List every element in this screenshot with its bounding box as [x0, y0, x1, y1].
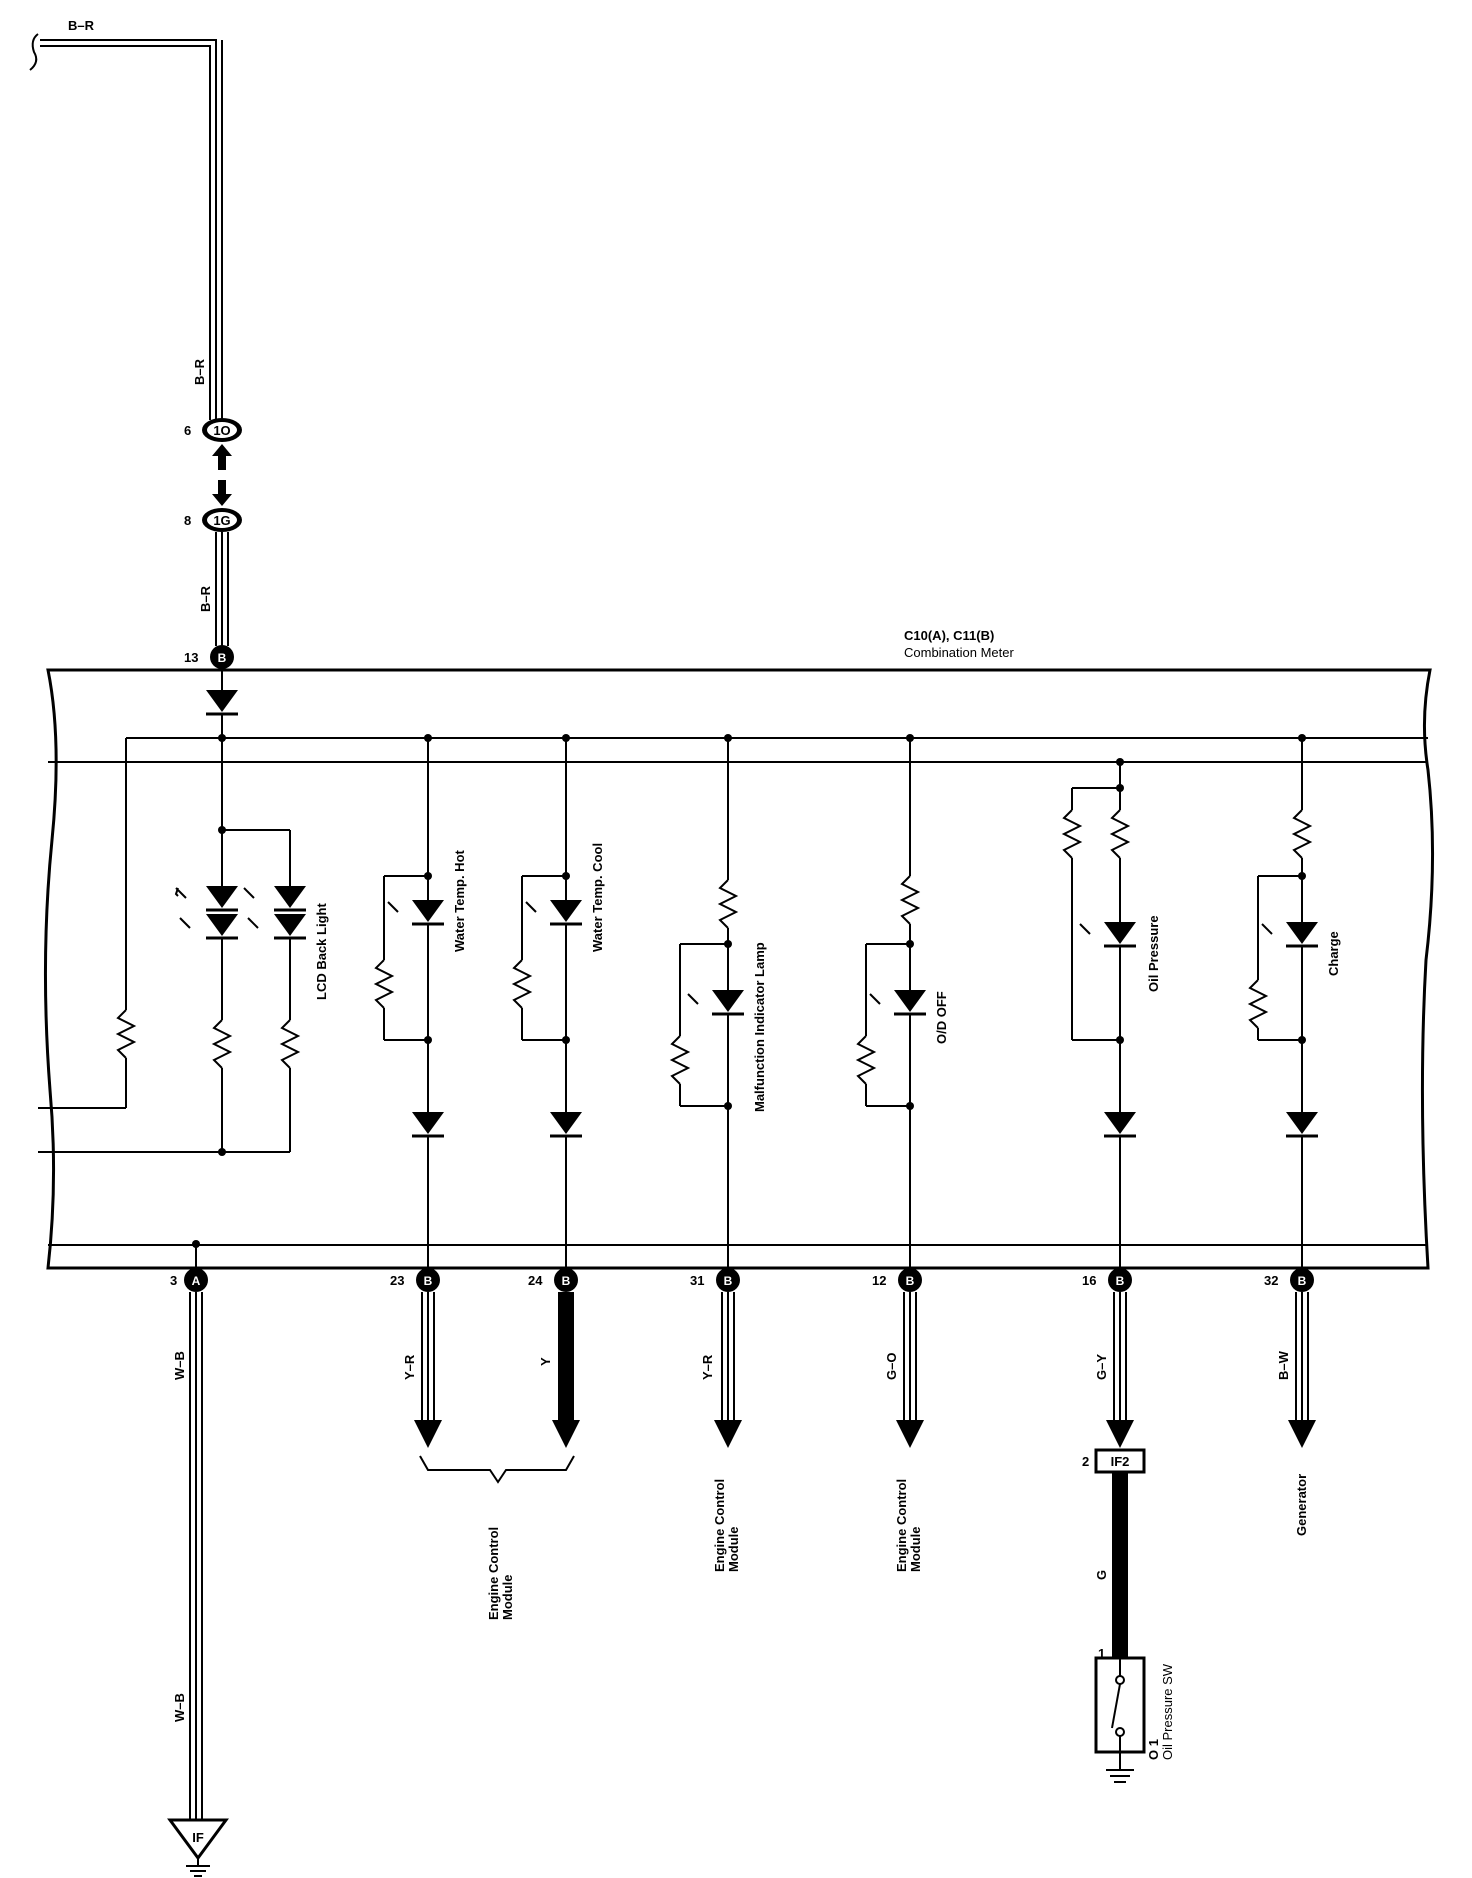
dest-12-line1: Engine Control — [894, 1479, 909, 1572]
svg-text:B: B — [724, 1274, 733, 1288]
dest-32-generator: Generator — [1294, 1474, 1309, 1536]
pin-24: B — [554, 1268, 578, 1292]
ground-if-label: IF — [192, 1830, 204, 1845]
pin-13: B — [210, 645, 234, 669]
wire-label-wb-upper: W–B — [172, 1351, 187, 1380]
connector-if2: IF2 — [1094, 1448, 1146, 1474]
lcd-backlight-circuit — [174, 738, 306, 1156]
label-water-temp-hot: Water Temp. Hot — [452, 849, 467, 952]
wire-label-g: G — [1094, 1570, 1109, 1580]
meter-title: C10(A), C11(B) — [904, 628, 994, 643]
junction-1o-pin: 6 — [184, 423, 191, 438]
wire-label-top-br: B–R — [68, 18, 95, 33]
wire-label-yr-31: Y–R — [700, 1354, 715, 1380]
od-off-circuit — [855, 738, 926, 1268]
power-bus — [48, 734, 1428, 1010]
pin-32: B — [1290, 1268, 1314, 1292]
pin-31: B — [716, 1268, 740, 1292]
svg-text:B: B — [218, 651, 227, 665]
pin-12: B — [898, 1268, 922, 1292]
svg-text:B: B — [906, 1274, 915, 1288]
oil-switch-id: O 1 — [1146, 1739, 1161, 1760]
dest-31-line1: Engine Control — [712, 1479, 727, 1572]
combination-meter-box — [43, 668, 1435, 1270]
svg-text:B: B — [1116, 1274, 1125, 1288]
wire-label-y-24: Y — [538, 1357, 553, 1366]
label-water-temp-cool: Water Temp. Cool — [590, 843, 605, 952]
svg-text:IF2: IF2 — [1111, 1454, 1130, 1469]
wire-32-bw — [1288, 1292, 1316, 1448]
oil-switch-pin: 1 — [1098, 1646, 1105, 1661]
wire-label-go-12: G–O — [884, 1353, 899, 1380]
svg-text:A: A — [192, 1274, 201, 1288]
svg-text:B: B — [1298, 1274, 1307, 1288]
label-lcd-back-light: LCD Back Light — [314, 903, 329, 1000]
label-oil-pressure: Oil Pressure — [1146, 915, 1161, 992]
label-charge: Charge — [1326, 931, 1341, 976]
water-temp-hot-circuit — [373, 738, 444, 1268]
pin-23: B — [416, 1268, 440, 1292]
junction-1o-code: 1O — [213, 423, 230, 438]
wire-g — [1112, 1472, 1128, 1658]
ecm-group-line2: Module — [500, 1575, 515, 1621]
main-diode — [206, 669, 238, 738]
pin-16-label: 16 — [1082, 1273, 1096, 1288]
dest-12-line2: Module — [908, 1527, 923, 1573]
wire-16-gy — [1106, 1292, 1134, 1448]
pin-24-label: 24 — [528, 1273, 543, 1288]
pin-13-label: 13 — [184, 650, 198, 665]
label-od-off: O/D OFF — [934, 991, 949, 1044]
wire-23-yr — [414, 1292, 442, 1448]
connector-arrows — [212, 444, 232, 506]
wire-label-bw-32: B–W — [1276, 1350, 1291, 1380]
pin-3-label: 3 — [170, 1273, 177, 1288]
junction-1o: 1O — [202, 418, 242, 442]
ecm-group-line1: Engine Control — [486, 1527, 501, 1620]
pin-31-label: 31 — [690, 1273, 704, 1288]
svg-text:B: B — [424, 1274, 433, 1288]
wire-label-br-mid: B–R — [192, 358, 207, 385]
wire-label-gy-16: G–Y — [1094, 1354, 1109, 1380]
charge-circuit — [1247, 738, 1318, 1268]
if2-pin: 2 — [1082, 1454, 1089, 1469]
wire-24-y — [552, 1292, 580, 1448]
oil-pressure-switch — [1094, 1656, 1146, 1783]
pin-3: A — [184, 1240, 208, 1292]
wire-label-yr-23: Y–R — [402, 1354, 417, 1380]
oil-switch-name: Oil Pressure SW — [1160, 1663, 1175, 1760]
ecm-brace — [419, 1455, 575, 1484]
pin-23-label: 23 — [390, 1273, 404, 1288]
wire-12-go — [896, 1292, 924, 1448]
pin-32-label: 32 — [1264, 1273, 1278, 1288]
mil-circuit — [669, 738, 744, 1268]
label-mil: Malfunction Indicator Lamp — [752, 942, 767, 1112]
ground-wire-wb — [167, 1292, 229, 1877]
wire-label-wb-lower: W–B — [172, 1693, 187, 1722]
wire-31-yr — [714, 1292, 742, 1448]
pin-12-label: 12 — [872, 1273, 886, 1288]
left-resistor-branch — [38, 1009, 290, 1153]
wire-label-br-low: B–R — [198, 585, 213, 612]
top-br-wire — [29, 33, 223, 420]
dest-31-line2: Module — [726, 1527, 741, 1573]
svg-text:B: B — [562, 1274, 571, 1288]
oil-pressure-circuit — [1061, 758, 1136, 1268]
meter-name: Combination Meter — [904, 645, 1014, 660]
water-temp-cool-circuit — [511, 738, 582, 1268]
junction-1g: 1G — [202, 508, 242, 532]
br-wire-lower — [215, 532, 229, 646]
pin-16: B — [1108, 1268, 1132, 1292]
junction-1g-pin: 8 — [184, 513, 191, 528]
junction-1g-code: 1G — [213, 513, 230, 528]
